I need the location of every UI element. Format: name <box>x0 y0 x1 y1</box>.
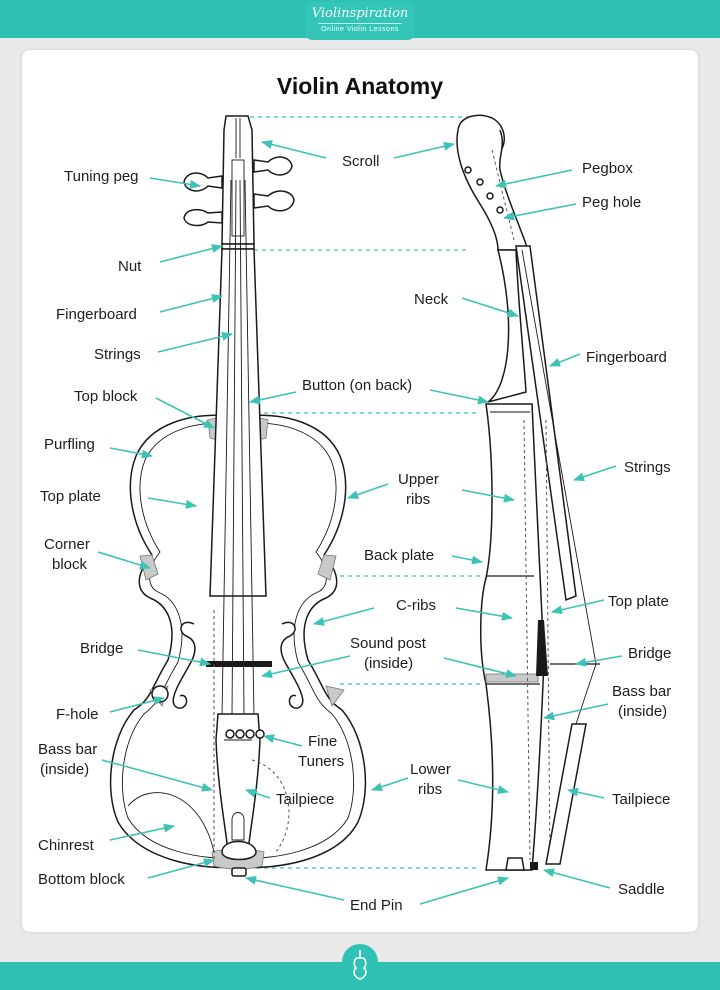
label-fingerboard-front: Fingerboard <box>56 306 137 323</box>
label-tailpiece-side: Tailpiece <box>612 791 670 808</box>
label-c-ribs: C-ribs <box>396 597 436 614</box>
tail-gut-line <box>575 663 597 725</box>
label-tuning-peg: Tuning peg <box>64 168 139 185</box>
strings-front <box>221 179 255 717</box>
corner-block-upper-right <box>317 554 337 581</box>
chinrest-outline <box>127 792 215 853</box>
diagram-title: Violin Anatomy <box>277 73 443 99</box>
label-bass-bar-front-1: Bass bar <box>38 741 97 758</box>
bridge-front <box>206 661 272 667</box>
pegbox-slot <box>231 159 245 237</box>
label-strings-side: Strings <box>624 459 671 476</box>
label-scroll: Scroll <box>342 153 380 170</box>
chinrest-cup <box>221 840 257 861</box>
label-bass-bar-front-2: (inside) <box>40 761 89 778</box>
label-bridge-side: Bridge <box>628 645 671 662</box>
label-tailpiece-front: Tailpiece <box>276 791 334 808</box>
brand-tagline: Online Violin Lessons <box>318 23 402 35</box>
ribs-side <box>479 403 545 871</box>
label-upper-ribs-1: Upper <box>398 471 439 488</box>
bridge-side <box>536 620 548 676</box>
label-pegbox: Pegbox <box>582 160 633 177</box>
label-f-hole: F-hole <box>56 706 99 723</box>
label-arrows <box>97 140 623 905</box>
tailpiece-side <box>545 723 587 865</box>
part-labels: Tuning peg Nut Fingerboard Strings Top b… <box>38 153 671 914</box>
label-fine-tuners-1: Fine <box>308 733 337 750</box>
label-bass-bar-side-1: Bass bar <box>612 683 671 700</box>
label-bridge-front: Bridge <box>80 640 123 657</box>
saddle-side <box>530 862 538 870</box>
top-plate-arch-dash <box>523 419 531 861</box>
top-plate-arch-dash-2 <box>545 419 551 861</box>
label-lower-ribs-2: ribs <box>418 781 442 798</box>
label-upper-ribs-2: ribs <box>406 491 430 508</box>
label-top-plate-side: Top plate <box>608 593 669 610</box>
brand-logo[interactable]: Violinspiration Online Violin Lessons <box>306 2 414 40</box>
brand-name: Violinspiration <box>311 6 409 21</box>
label-top-block: Top block <box>74 388 138 405</box>
label-strings-front: Strings <box>94 346 141 363</box>
peg-holes <box>464 166 504 214</box>
label-fine-tuners-2: Tuners <box>298 753 344 770</box>
label-bottom-block: Bottom block <box>38 871 125 888</box>
label-corner-block-2: block <box>52 556 88 573</box>
f-hole-left <box>172 621 196 709</box>
label-purfling: Purfling <box>44 436 95 453</box>
label-peg-hole: Peg hole <box>582 194 641 211</box>
label-nut: Nut <box>118 258 142 275</box>
label-lower-ribs-1: Lower <box>410 761 451 778</box>
label-end-pin: End Pin <box>350 897 403 914</box>
label-fingerboard-side: Fingerboard <box>586 349 667 366</box>
footer-violin-icon[interactable] <box>342 944 378 984</box>
fingerboard-front <box>209 248 267 597</box>
label-sound-post-1: Sound post <box>350 635 427 652</box>
label-back-plate: Back plate <box>364 547 434 564</box>
pegbox-front <box>221 115 255 245</box>
end-pin-front <box>231 867 247 877</box>
label-corner-block-1: Corner <box>44 536 90 553</box>
label-top-plate-front: Top plate <box>40 488 101 505</box>
strings-side <box>521 249 597 665</box>
label-saddle: Saddle <box>618 881 665 898</box>
fine-tuners <box>225 729 265 739</box>
label-neck: Neck <box>414 291 449 308</box>
pegbox-side <box>456 129 530 251</box>
f-hole-right <box>280 621 304 709</box>
chinrest-dashed <box>251 759 290 853</box>
label-bass-bar-side-2: (inside) <box>618 703 667 720</box>
label-chinrest: Chinrest <box>38 837 95 854</box>
label-sound-post-2: (inside) <box>364 655 413 672</box>
label-button: Button (on back) <box>302 377 412 394</box>
tailpiece-slot <box>231 812 245 841</box>
corner-block-lower-right <box>325 685 345 707</box>
violin-icon <box>353 950 367 980</box>
end-pin-side <box>505 857 525 871</box>
